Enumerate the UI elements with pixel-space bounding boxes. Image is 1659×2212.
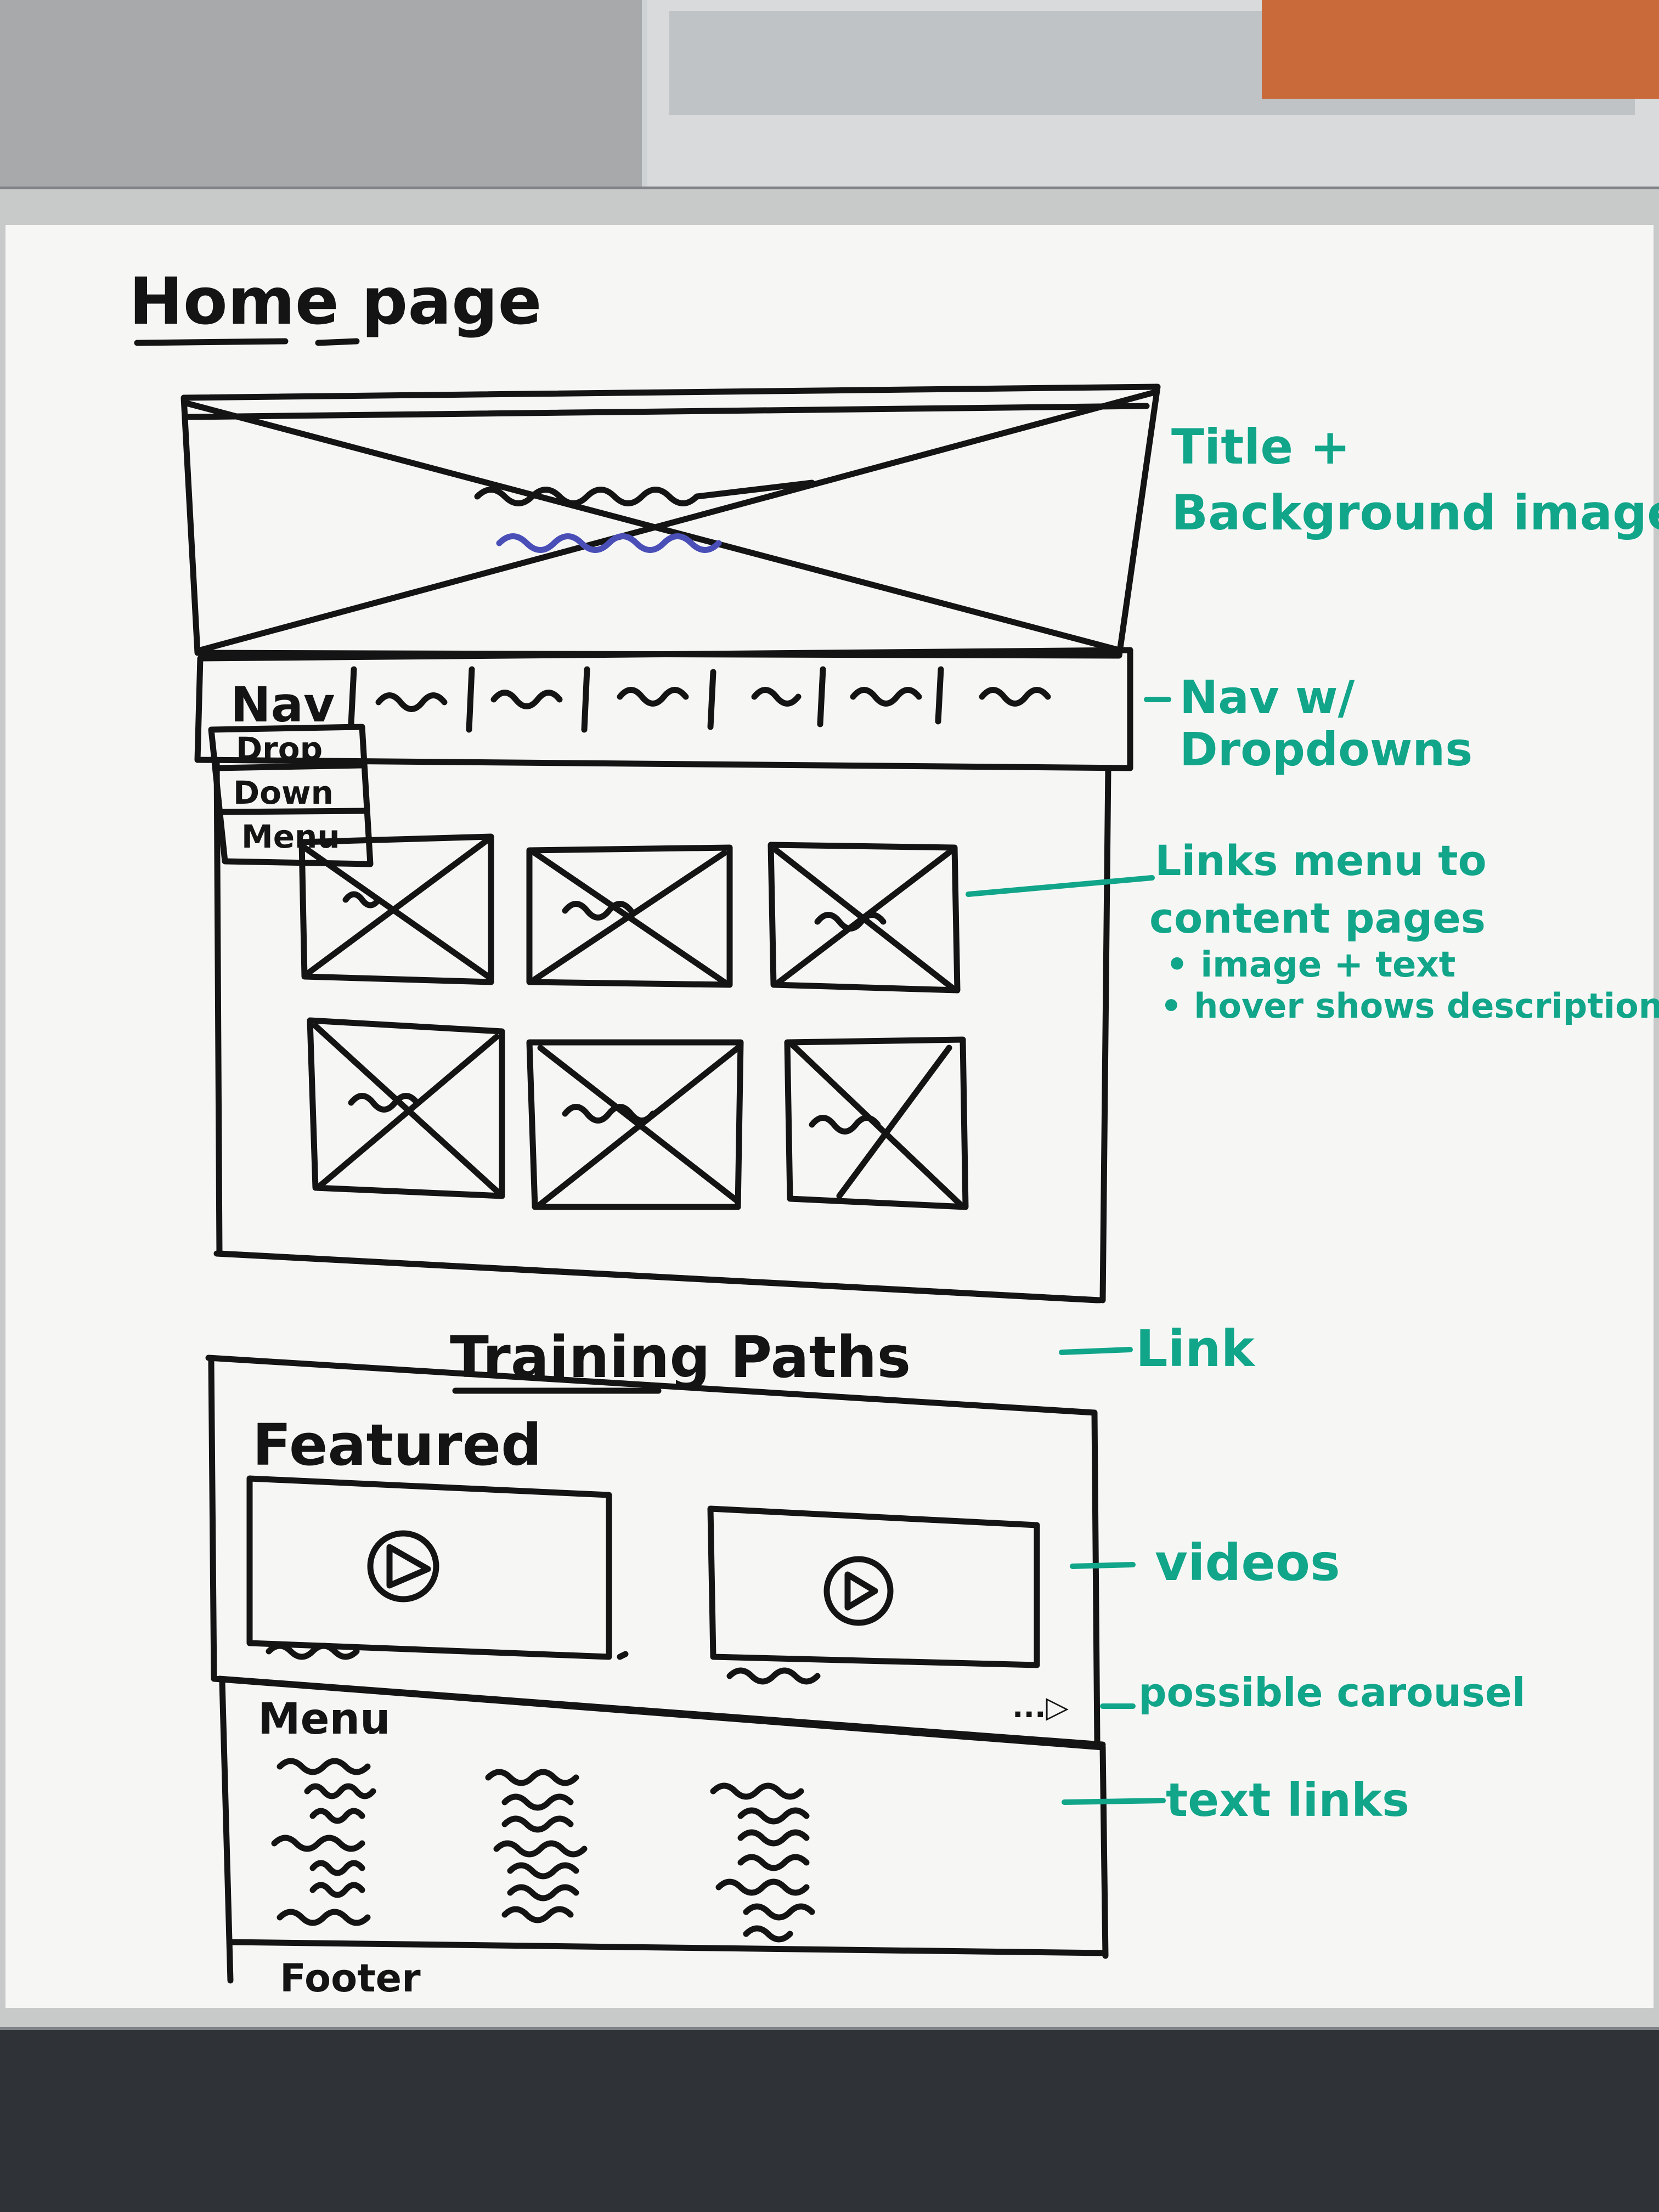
annotation-text-links-dash xyxy=(1062,1798,1166,1805)
dropdown-row-lines xyxy=(213,762,368,815)
nav-item-squiggles xyxy=(375,687,1051,712)
annotation-videos: videos xyxy=(1155,1533,1340,1592)
annotation-links-line-4: • hover shows description xyxy=(1160,986,1659,1026)
orange-wall xyxy=(1262,0,1659,99)
title-squiggle-2 xyxy=(496,533,722,553)
thumbnail-box xyxy=(307,1017,505,1199)
dropdown-line-1: Drop xyxy=(236,730,323,768)
annotation-title-line-1: Title + xyxy=(1171,419,1350,475)
menu-link-squiggles-col-2 xyxy=(485,1769,588,1923)
title-squiggle-1 xyxy=(474,479,815,506)
title-box-inner-line xyxy=(186,403,1150,420)
carousel-arrow: ...▷ xyxy=(1012,1690,1069,1724)
dropdown-line-2: Down xyxy=(233,774,334,811)
thumbnail-grid xyxy=(298,833,969,1210)
play-icon xyxy=(823,1556,894,1626)
annotation-link-dash xyxy=(1059,1347,1133,1355)
training-paths-bottom-line xyxy=(205,1355,1098,1416)
thumbnail-box xyxy=(768,842,961,994)
thumbnail-box xyxy=(526,1039,744,1210)
annotation-links-line-3: • image + text xyxy=(1166,945,1455,985)
heading-underline xyxy=(134,338,360,346)
annotation-links-line-1: Links menu to xyxy=(1155,836,1487,885)
nav-dividers xyxy=(348,666,944,733)
title-box-cross-2 xyxy=(197,389,1158,653)
heading-text: Home page xyxy=(129,263,541,339)
annotation-title-line-2: Background image xyxy=(1171,484,1659,541)
thumbnail-box xyxy=(298,833,494,985)
cabinet-below xyxy=(0,2030,1659,2212)
thumbnail-box xyxy=(526,844,733,988)
annotation-links-pointer xyxy=(966,875,1155,897)
training-paths-label: Training Paths xyxy=(450,1324,911,1391)
nav-label: Nav xyxy=(230,676,335,733)
training-paths-top-line xyxy=(216,1250,1103,1304)
video-box xyxy=(246,1475,629,1660)
nav-bar-sketch: Nav xyxy=(194,647,1133,771)
menu-link-squiggles-col-3 xyxy=(710,1782,815,1943)
menu-section-sketch: Menu xyxy=(216,1675,1109,1984)
nav-bar-outline xyxy=(194,647,1133,771)
annotation-videos-dash xyxy=(1070,1562,1136,1569)
title-background-image-box xyxy=(180,383,1161,659)
office-window-background xyxy=(647,0,1659,187)
featured-label: Featured xyxy=(252,1412,542,1479)
menu-outline xyxy=(216,1675,1109,1984)
annotation-link: Link xyxy=(1136,1319,1256,1378)
annotation-text-links: text links xyxy=(1166,1773,1409,1827)
annotation-links-line-2: content pages xyxy=(1149,894,1486,943)
featured-section-sketch: Featured ...▷ xyxy=(208,1357,1106,1751)
thumbnail-box xyxy=(784,1036,969,1210)
dropdown-outline xyxy=(208,724,374,867)
title-box-outline xyxy=(180,383,1161,659)
training-paths-band: Training Paths xyxy=(205,1250,1103,1416)
whiteboard xyxy=(5,225,1654,2008)
video-box xyxy=(707,1505,1040,1685)
dropdown-menu-sketch: Drop Down Menu xyxy=(208,724,374,867)
dropdown-line-3: Menu xyxy=(241,818,340,855)
play-icon xyxy=(367,1530,439,1602)
footer-label: Footer xyxy=(280,1956,421,2001)
annotation-carousel: possible carousel xyxy=(1138,1669,1525,1716)
annotation-nav-line-1: Nav w/ xyxy=(1180,670,1355,724)
menu-label: Menu xyxy=(258,1695,391,1744)
ceiling-shadow xyxy=(0,0,642,187)
menu-link-squiggles-col-1 xyxy=(271,1758,376,1926)
annotation-nav-line-2: Dropdowns xyxy=(1180,723,1472,776)
